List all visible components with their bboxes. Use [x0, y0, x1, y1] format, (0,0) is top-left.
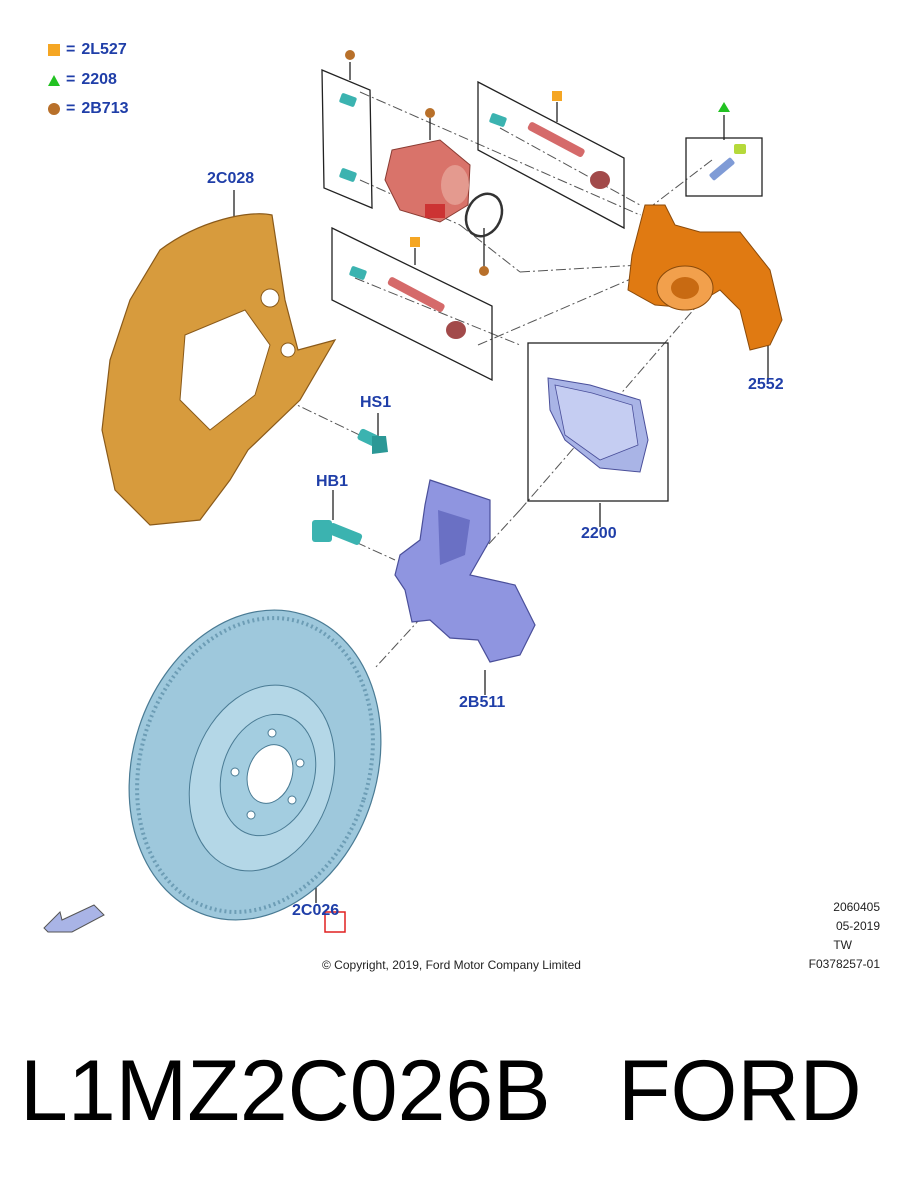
meta-region: TW — [833, 938, 852, 952]
meta-code: 2060405 — [833, 900, 880, 914]
caliper-body — [627, 204, 783, 351]
callout-bracket: 2B511 — [459, 694, 506, 711]
legend-code: 2208 — [81, 71, 117, 88]
copyright-notice: © Copyright, 2019, Ford Motor Company Li… — [322, 958, 581, 972]
legend-equals: = — [66, 41, 76, 58]
legend-row-circle: = 2B713 — [48, 99, 129, 119]
brake-exploded-diagram — [43, 50, 783, 933]
highlight-box — [324, 911, 346, 933]
diagram-markers — [345, 50, 730, 276]
marker-circle-icon — [345, 50, 355, 60]
marker-square-icon — [410, 237, 420, 247]
callout-pads: 2200 — [581, 525, 617, 542]
legend-code: 2L527 — [81, 41, 127, 58]
hs1-bolt-icon — [357, 428, 388, 454]
circle-marker-icon — [48, 103, 60, 115]
piston-housing — [384, 139, 471, 223]
marker-square-icon — [552, 91, 562, 101]
hb1-bolt-icon — [312, 520, 363, 546]
legend-equals: = — [66, 100, 76, 117]
bolt-icon — [339, 93, 357, 107]
kit-boxes — [321, 69, 763, 502]
triangle-marker-icon — [48, 74, 60, 86]
callout-caliper: 2552 — [748, 376, 784, 393]
legend-row-triangle: = 2208 — [48, 70, 117, 90]
brand-title: FORD — [618, 1043, 862, 1139]
callout-hs1: HS1 — [360, 394, 392, 411]
legend-equals: = — [66, 71, 76, 88]
brake-rotor — [128, 609, 382, 921]
dust-shield — [101, 213, 337, 526]
brake-pads — [547, 377, 649, 473]
square-marker-icon — [48, 44, 60, 56]
marker-circle-icon — [479, 266, 489, 276]
guide-pin-icon — [387, 277, 466, 339]
caliper-bracket — [394, 479, 536, 663]
guide-pin-icon — [527, 122, 610, 189]
callout-rotor: 2C026 — [292, 902, 340, 919]
fasteners — [312, 93, 746, 546]
bolt-icon — [349, 266, 367, 280]
meta-date: 05-2019 — [835, 919, 880, 933]
bleeder-screw-icon — [709, 144, 746, 181]
bolt-icon — [489, 113, 507, 127]
callout-hb1: HB1 — [316, 473, 349, 490]
bolt-icon — [339, 168, 357, 182]
marker-triangle-icon — [718, 102, 730, 112]
part-number-title: L1MZ2C026B — [20, 1043, 551, 1139]
marker-circle-icon — [425, 108, 435, 118]
meta-figure: F0378257-01 — [808, 957, 880, 971]
seal-ring — [464, 192, 504, 238]
callout-dust-shield: 2C028 — [207, 170, 255, 187]
legend-code: 2B713 — [81, 100, 129, 117]
legend-row-square: = 2L527 — [48, 40, 127, 60]
vehicle-front-arrow-icon — [43, 904, 105, 933]
